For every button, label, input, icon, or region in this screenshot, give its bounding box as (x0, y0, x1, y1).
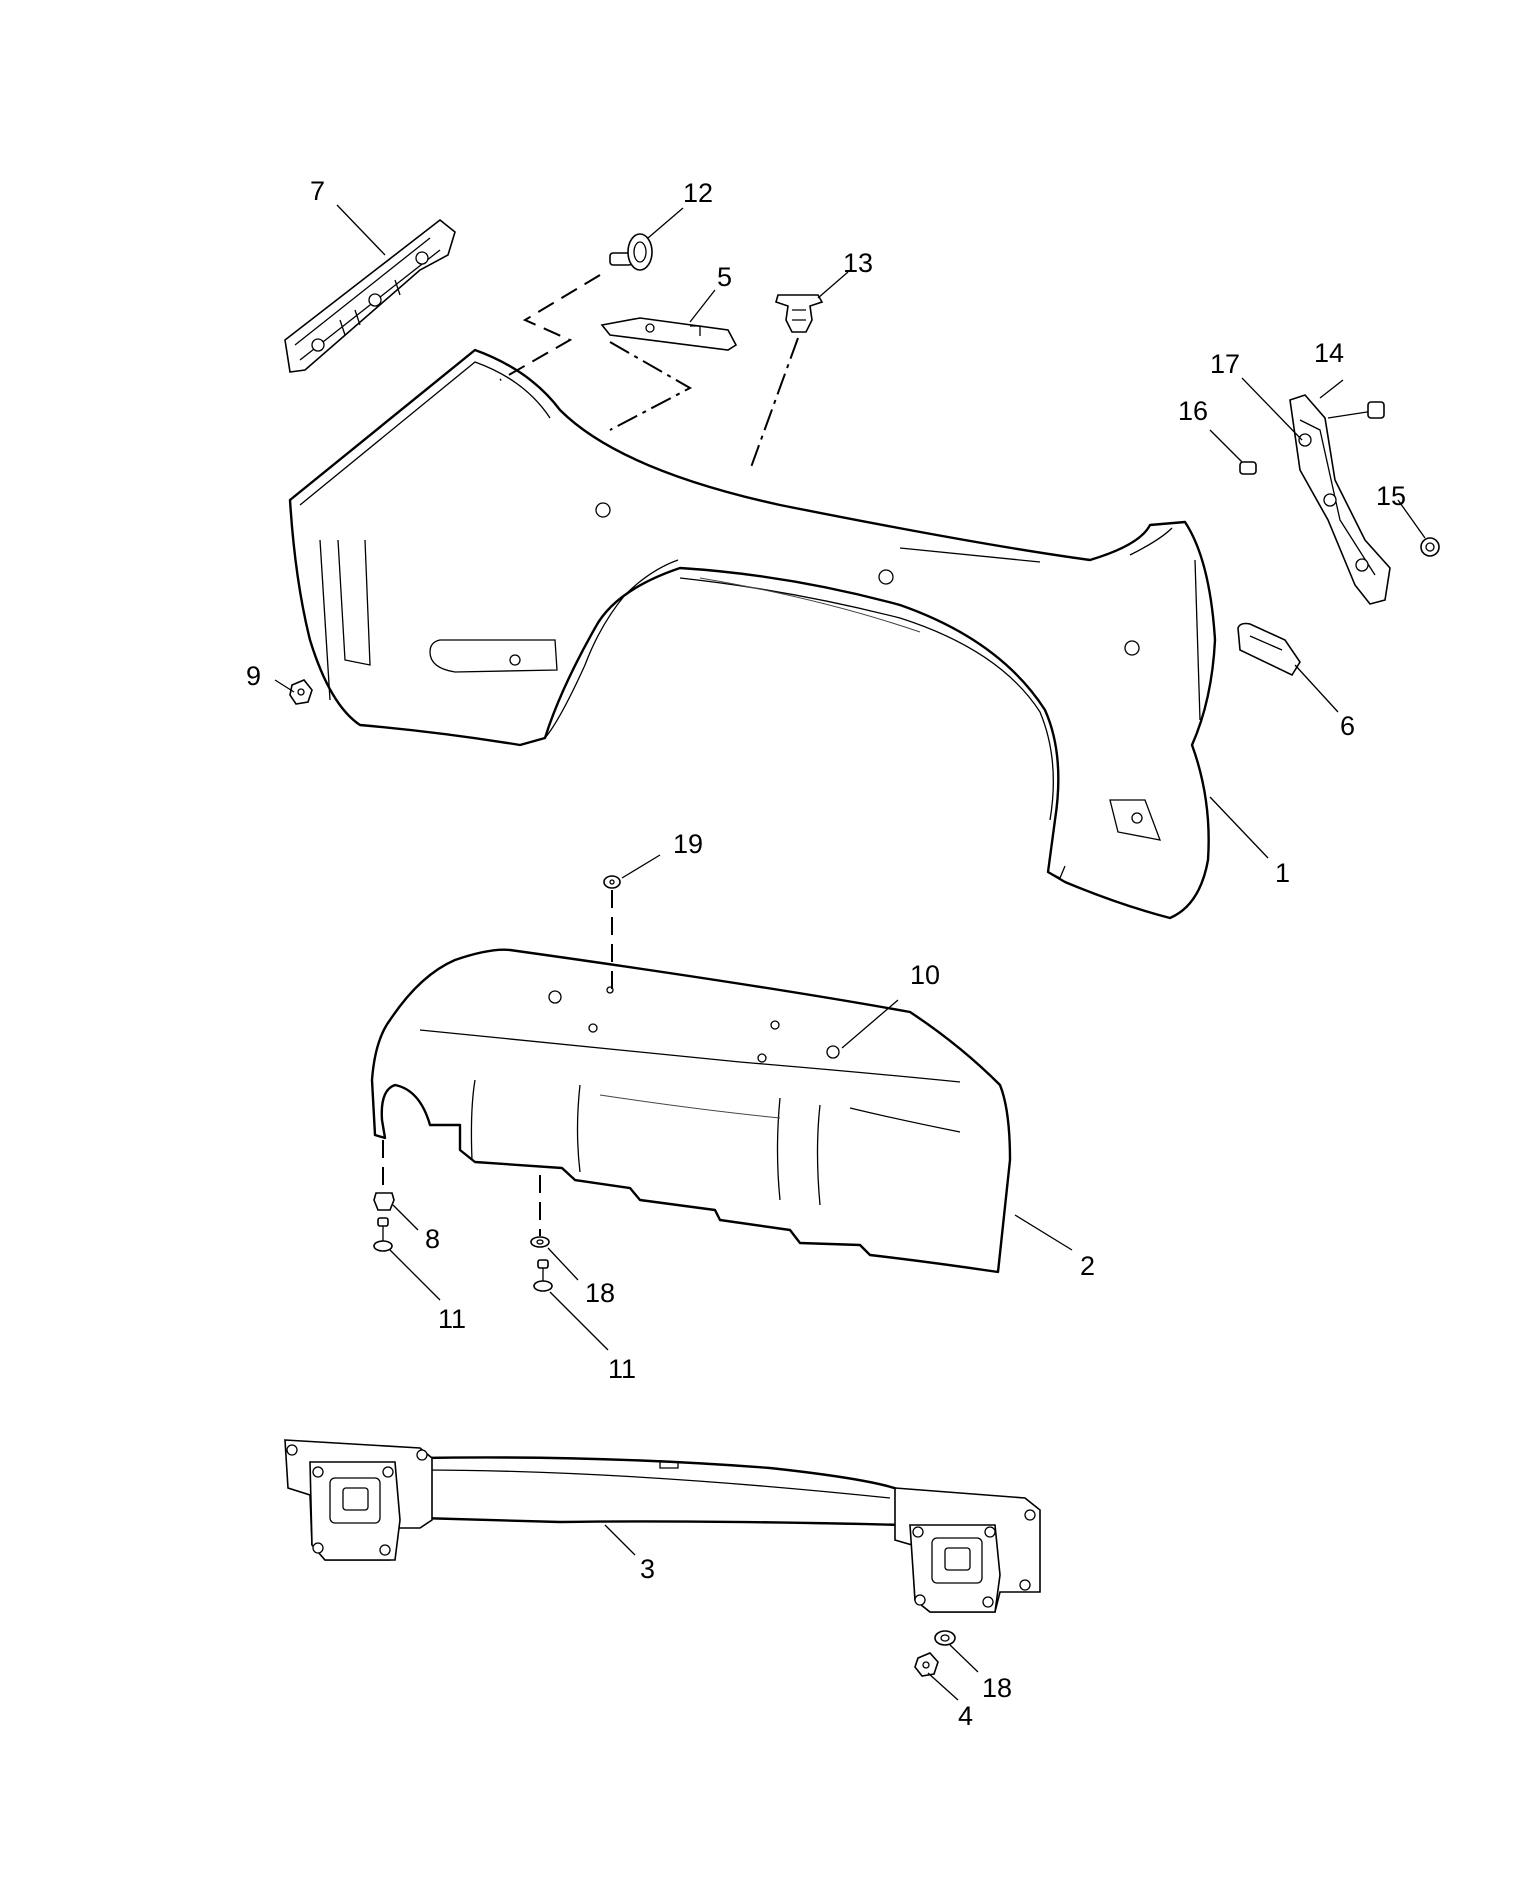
reinforcement-beam (284, 1439, 1041, 1613)
callout-11-left: 11 (438, 1304, 466, 1334)
callout-15: 15 (1376, 481, 1406, 511)
nut-4 (914, 1652, 939, 1677)
callout-13: 13 (843, 248, 873, 278)
callout-16: 16 (1178, 396, 1208, 426)
callout-5: 5 (717, 262, 732, 292)
callout-6: 6 (1340, 711, 1355, 741)
nut-15 (1420, 537, 1440, 557)
callout-10: 10 (910, 960, 940, 990)
washer-18-mid (530, 1236, 550, 1248)
bolt-14 (1327, 401, 1385, 419)
callout-2: 2 (1080, 1251, 1095, 1281)
callout-17: 17 (1210, 349, 1240, 379)
nut-9 (289, 679, 313, 705)
callout-18-lower: 18 (982, 1673, 1012, 1703)
callout-14: 14 (1314, 338, 1344, 368)
callout-4: 4 (958, 1701, 973, 1731)
bumper-fascia (288, 348, 1217, 920)
callout-12: 12 (683, 178, 713, 208)
bolt-11-left (373, 1217, 393, 1252)
washer-18-lower (934, 1630, 956, 1646)
push-pin-12 (609, 233, 653, 271)
callout-8: 8 (425, 1224, 440, 1254)
callout-3: 3 (640, 1554, 655, 1584)
callout-11-mid: 11 (608, 1354, 636, 1384)
callout-19: 19 (673, 829, 703, 859)
callout-labels: 1 2 3 4 5 6 7 8 9 10 11 11 12 13 14 15 1… (246, 176, 1406, 1731)
bracket-part-5 (600, 317, 738, 351)
callout-1: 1 (1275, 858, 1290, 888)
clip-8 (373, 1192, 395, 1211)
clip-13 (775, 294, 824, 333)
leader-lines (274, 204, 1426, 1701)
callout-7: 7 (310, 176, 325, 206)
callout-9: 9 (246, 661, 261, 691)
bolt-11-mid (533, 1259, 553, 1292)
bracket-part-6 (1237, 622, 1301, 677)
side-bracket-right (1289, 394, 1391, 605)
installation-lines (382, 274, 799, 1236)
pin-16 (1239, 461, 1257, 475)
side-bracket-left (284, 218, 456, 373)
screw-19 (603, 875, 621, 889)
lower-fascia (370, 948, 1012, 1274)
callout-18-mid: 18 (585, 1278, 615, 1308)
